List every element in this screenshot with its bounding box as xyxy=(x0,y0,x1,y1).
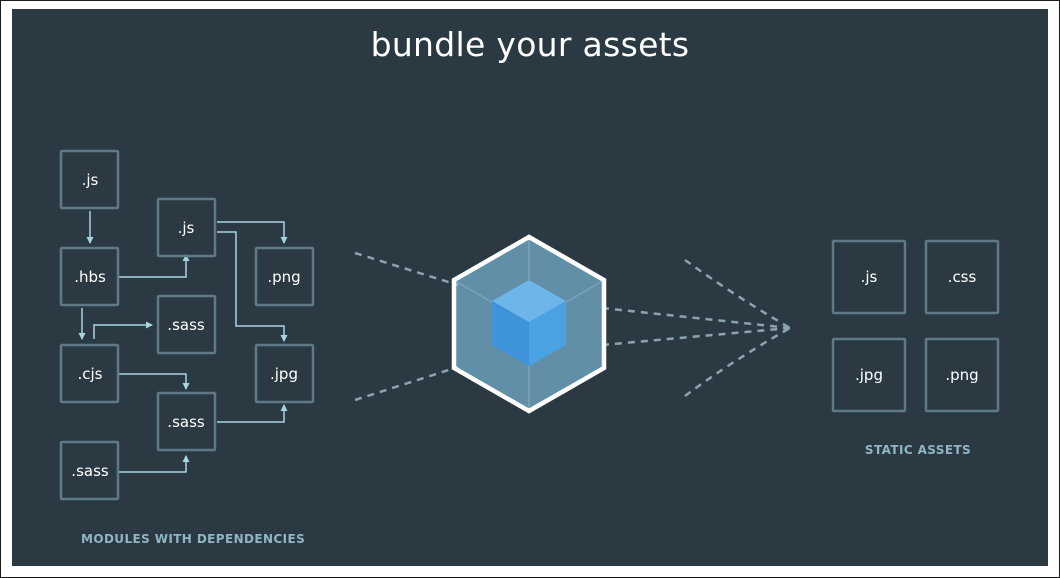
dependency-arrows xyxy=(78,211,288,473)
module-box-hbs xyxy=(59,246,120,307)
module-box-png xyxy=(254,246,315,307)
module-label: .sass xyxy=(167,413,205,431)
module-box-sass-bottom xyxy=(59,440,120,501)
asset-label: .js xyxy=(861,268,878,286)
arrow-hbs-to-js xyxy=(119,254,190,278)
flow-line-out-top xyxy=(601,306,791,330)
arrow-sass-low-to-jpg xyxy=(217,404,288,423)
asset-label: .css xyxy=(948,268,977,286)
static-asset-labels: .js .css .jpg .png xyxy=(855,268,979,384)
asset-box-jpg xyxy=(831,337,907,413)
asset-box-css xyxy=(924,239,1000,315)
flow-lines xyxy=(354,251,791,402)
modules-caption: MODULES WITH DEPENDENCIES xyxy=(81,532,305,546)
arrow-sass-to-sass-low xyxy=(119,455,190,473)
module-box-sass-mid xyxy=(156,294,217,355)
module-label: .hbs xyxy=(74,268,106,286)
inner-cube-right xyxy=(529,301,566,366)
module-box-js-mid xyxy=(156,197,217,258)
arrow-js-to-jpg xyxy=(217,231,288,342)
module-box-jpg xyxy=(254,343,315,404)
flow-line-out-upper-curve xyxy=(684,258,791,330)
flow-line-in-bottom xyxy=(354,365,459,402)
arrow-js-to-png xyxy=(217,221,288,244)
module-box-cjs xyxy=(59,343,120,404)
module-boxes xyxy=(59,149,315,501)
module-label: .jpg xyxy=(270,365,298,383)
diagram-title: bundle your assets xyxy=(370,25,690,64)
inner-cube-left xyxy=(492,301,529,366)
module-label: .png xyxy=(267,268,300,286)
asset-box-js xyxy=(831,239,907,315)
flow-line-out-bottom xyxy=(601,326,791,347)
flow-line-in-top xyxy=(354,251,459,287)
static-assets-caption: STATIC ASSETS xyxy=(865,443,971,457)
module-label: .js xyxy=(82,171,99,189)
cube-icon xyxy=(451,234,607,414)
module-label: .sass xyxy=(71,462,109,480)
module-box-js-top xyxy=(59,149,120,210)
module-labels: .js .hbs .cjs .sass .js .sass .sass .png… xyxy=(71,171,300,480)
asset-label: .png xyxy=(945,366,978,384)
static-asset-boxes xyxy=(831,239,1000,413)
diagram-canvas: .js .hbs .cjs .sass .js .sass .sass .png… xyxy=(59,149,1000,546)
arrow-cjs-to-sass-low xyxy=(119,373,190,390)
diagram-panel: bundle your assets xyxy=(12,9,1048,566)
module-label: .sass xyxy=(167,316,205,334)
module-box-sass-low xyxy=(156,391,217,452)
asset-label: .jpg xyxy=(855,366,883,384)
arrow-cjs-to-sass xyxy=(93,321,153,339)
flow-line-out-lower-curve xyxy=(684,326,791,398)
asset-box-png xyxy=(924,337,1000,413)
module-label: .cjs xyxy=(78,365,103,383)
module-label: .js xyxy=(178,219,195,237)
